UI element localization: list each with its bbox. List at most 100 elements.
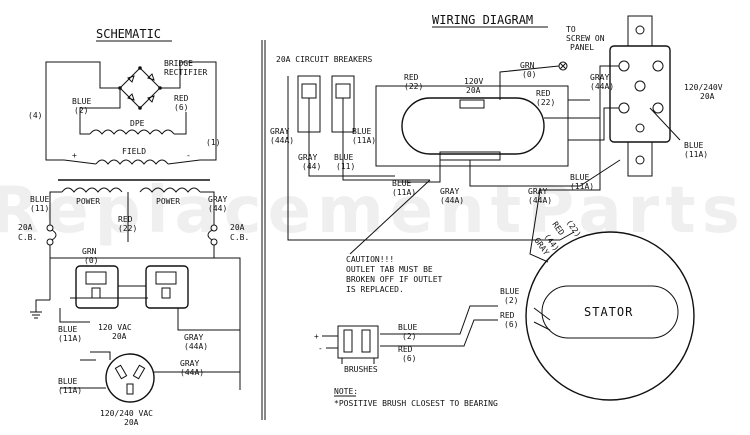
blue-11a-left-label: BLUE — [352, 127, 371, 136]
blue-2-br-label: BLUE — [398, 323, 417, 332]
caution-line-1: CAUTION!!! — [346, 255, 394, 264]
outlet-240-label: 120/240 VAC — [100, 409, 153, 418]
gray-44a-2-label: GRAY — [180, 359, 199, 368]
wiring-section: WIRING DIAGRAM TO SCREW ON PANEL 20A CIR… — [270, 13, 723, 408]
watermark: ReplacementParts.c — [0, 174, 750, 248]
screw-note-2: SCREW ON — [566, 34, 605, 43]
power-coil-left — [61, 187, 123, 193]
caution-line-3: BROKEN OFF IF OUTLET — [346, 275, 443, 284]
outlet-240-amp: 20A — [124, 418, 139, 427]
stator — [525, 231, 695, 401]
cb-right-label-2: C.B. — [230, 233, 249, 242]
field-coil — [95, 159, 169, 165]
power-right-label: POWER — [156, 197, 180, 206]
breakers-label: 20A CIRCUIT BREAKERS — [276, 55, 373, 64]
gray-44a-top-num: (44A) — [590, 82, 614, 91]
gray-44-num: (44) — [302, 162, 321, 171]
red-6-num: (6) — [174, 103, 188, 112]
outlet-120-label: 120V — [464, 77, 483, 86]
stator-label: STATOR — [584, 305, 633, 319]
schematic-section: SCHEMATIC BRIDGE RECTIFIER (4) (1) BLUE … — [18, 27, 249, 427]
caution-line-4: IS REPLACED. — [346, 285, 404, 294]
note-title: NOTE: — [334, 387, 358, 396]
blue-11-num: (11) — [30, 204, 49, 213]
cb-left-label-2: C.B. — [18, 233, 37, 242]
outlet-240-amp: 20A — [700, 92, 715, 101]
blue-2-st-label: BLUE — [500, 287, 519, 296]
wire-1-label: (1) — [206, 138, 220, 147]
blue-11a-right-label: BLUE — [570, 173, 589, 182]
schematic-outlet-240v — [105, 353, 155, 403]
minus-sign: - — [186, 151, 191, 160]
blue-2-num: (2) — [74, 106, 88, 115]
red-6-br-label: RED — [398, 345, 413, 354]
brush-assembly — [322, 325, 379, 364]
red-22-a-num: (22) — [404, 82, 423, 91]
circuit-breaker-right — [331, 75, 355, 133]
blue-11a-far-label: BLUE — [684, 141, 703, 150]
brush-plus-sign: + — [314, 332, 319, 341]
field-label: FIELD — [122, 147, 146, 156]
blue-11a-mid-label: BLUE — [392, 179, 411, 188]
gray-44a-right-label: GRAY — [528, 187, 547, 196]
power-left-label: POWER — [76, 197, 100, 206]
screw-note-1: TO — [566, 25, 576, 34]
brush-minus-sign: - — [318, 344, 323, 353]
caution-line-2: OUTLET TAB MUST BE — [346, 265, 433, 274]
cb-left-label: 20A — [18, 223, 33, 232]
cb-right-label: 20A — [230, 223, 245, 232]
gray-44a-mid-num: (44A) — [440, 196, 464, 205]
grn-0-num: (0) — [522, 70, 536, 79]
red-22-label: RED — [118, 215, 133, 224]
blue-11-label: BLUE — [30, 195, 49, 204]
red-22-b-num: (22) — [536, 98, 555, 107]
dpe-coil — [89, 129, 175, 135]
outlet-120-label: 120 VAC — [98, 323, 132, 332]
red-6-label: RED — [174, 94, 189, 103]
blue-11-num: (11) — [336, 162, 355, 171]
gray-44a-mid-label: GRAY — [440, 187, 459, 196]
gray-44a-right-num: (44A) — [528, 196, 552, 205]
blue-11-label: BLUE — [334, 153, 353, 162]
blue-2-st-num: (2) — [504, 296, 518, 305]
schematic-title: SCHEMATIC — [96, 27, 161, 41]
bridge-label: BRIDGE — [164, 59, 193, 68]
red-22-b-label: RED — [536, 89, 551, 98]
bridge-rectifier — [118, 66, 162, 110]
gray-44a-1-num: (44A) — [184, 342, 208, 351]
grn-0-label: GRN — [520, 61, 535, 70]
blue-2-label: BLUE — [72, 97, 91, 106]
blue-11a-1-label: BLUE — [58, 325, 77, 334]
power-coil-right — [139, 187, 201, 193]
blue-11a-far-num: (11A) — [684, 150, 708, 159]
dpe-label: DPE — [130, 119, 145, 128]
outlet-120-amp: 20A — [112, 332, 127, 341]
gray-44a-left-label: GRAY — [270, 127, 289, 136]
grn-0-num: (0) — [84, 256, 98, 265]
gray-44a-1-label: GRAY — [184, 333, 203, 342]
blue-11a-left-num: (11A) — [352, 136, 376, 145]
red-6-st-num: (6) — [504, 320, 518, 329]
blue-11a-right-num: (11A) — [570, 182, 594, 191]
blue-11a-mid-num: (11A) — [392, 188, 416, 197]
blue-11a-1-num: (11A) — [58, 334, 82, 343]
rectifier-label: RECTIFIER — [164, 68, 208, 77]
red-6-br-num: (6) — [402, 354, 416, 363]
wiring-outlet-240v — [609, 15, 671, 177]
brushes-label: BRUSHES — [344, 365, 378, 374]
wiring-title: WIRING DIAGRAM — [432, 13, 533, 27]
outlet-240-label: 120/240V — [684, 83, 723, 92]
blue-11a-2-num: (11A) — [58, 386, 82, 395]
gray-44a-2-num: (44A) — [180, 368, 204, 377]
wire-4-label: (4) — [28, 111, 42, 120]
gray-44-num: (44) — [208, 204, 227, 213]
schematic-outlet-120v — [70, 265, 189, 309]
blue-11a-2-label: BLUE — [58, 377, 77, 386]
red-22-a-label: RED — [404, 73, 419, 82]
screw-note-3: PANEL — [570, 43, 594, 52]
circuit-breaker-left — [297, 75, 321, 133]
note-text: *POSITIVE BRUSH CLOSEST TO BEARING — [334, 399, 498, 408]
gray-44-label: GRAY — [298, 153, 317, 162]
